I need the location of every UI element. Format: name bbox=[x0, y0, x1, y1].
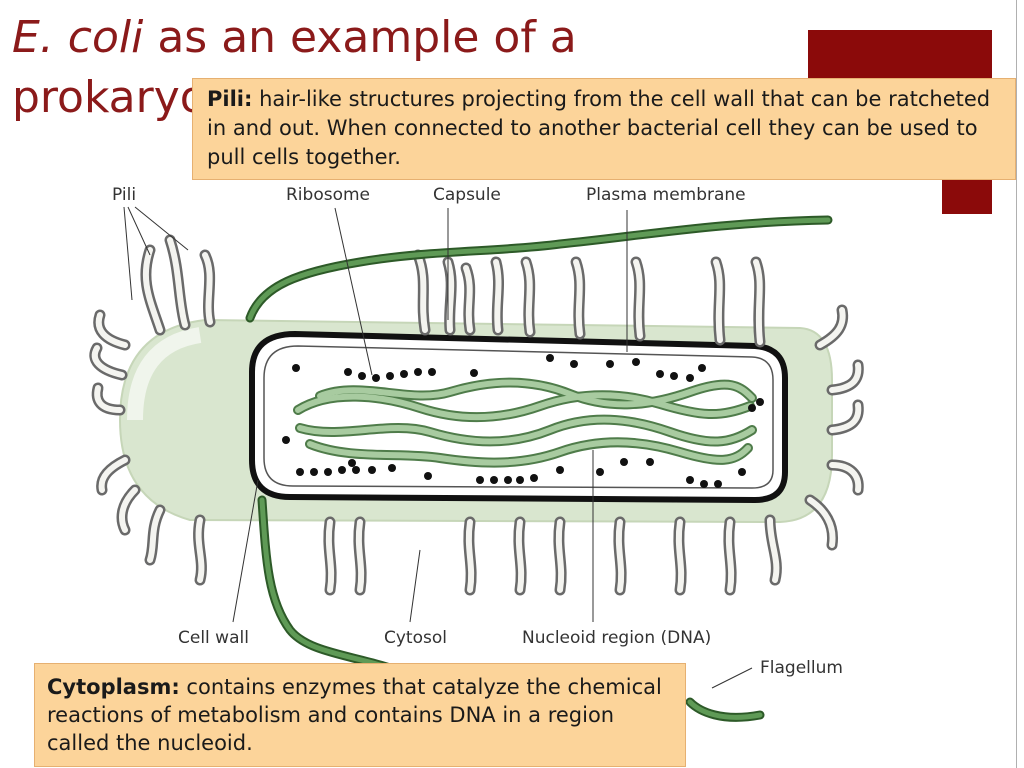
label-capsule: Capsule bbox=[433, 185, 501, 205]
flagellum-shape bbox=[245, 215, 833, 722]
ribosome bbox=[338, 466, 346, 474]
ribosome bbox=[546, 354, 554, 362]
ribosome bbox=[606, 360, 614, 368]
ribosome bbox=[292, 364, 300, 372]
label-cell-wall: Cell wall bbox=[178, 628, 249, 648]
label-plasma-membrane: Plasma membrane bbox=[586, 185, 746, 205]
label-ribosome: Ribosome bbox=[286, 185, 370, 205]
ribosome bbox=[400, 370, 408, 378]
ribosome bbox=[296, 468, 304, 476]
ribosome bbox=[470, 369, 478, 377]
ribosome bbox=[324, 468, 332, 476]
ribosome-dots bbox=[282, 354, 764, 488]
leader-lines bbox=[123, 206, 753, 689]
pili-description: hair-like structures projecting from the… bbox=[207, 87, 991, 169]
ribosome bbox=[646, 458, 654, 466]
ribosome bbox=[670, 372, 678, 380]
ribosome bbox=[428, 368, 436, 376]
ribosome bbox=[530, 474, 538, 482]
ribosome bbox=[504, 476, 512, 484]
ribosome bbox=[698, 364, 706, 372]
label-nucleoid: Nucleoid region (DNA) bbox=[522, 628, 711, 648]
ribosome bbox=[348, 459, 356, 467]
ribosome bbox=[756, 398, 764, 406]
ribosome bbox=[282, 436, 290, 444]
label-pili: Pili bbox=[112, 185, 136, 205]
ribosome bbox=[414, 368, 422, 376]
pili-callout: Pili: hair-like structures projecting fr… bbox=[192, 78, 1016, 180]
title-species: E. coli bbox=[12, 12, 144, 63]
pili-term: Pili: bbox=[207, 87, 253, 111]
ribosome bbox=[632, 358, 640, 366]
ribosome bbox=[388, 464, 396, 472]
ribosome bbox=[656, 370, 664, 378]
ribosome bbox=[556, 466, 564, 474]
ribosome bbox=[596, 468, 604, 476]
ribosome bbox=[686, 476, 694, 484]
cytoplasm-term: Cytoplasm: bbox=[47, 675, 180, 699]
label-cytosol: Cytosol bbox=[384, 628, 447, 648]
cytoplasm-callout: Cytoplasm: contains enzymes that catalyz… bbox=[34, 663, 686, 767]
slide-edge-line bbox=[1016, 0, 1017, 768]
ribosome bbox=[516, 476, 524, 484]
nucleoid-dna bbox=[293, 377, 757, 468]
ribosome bbox=[714, 480, 722, 488]
ribosome bbox=[352, 466, 360, 474]
ribosome bbox=[368, 466, 376, 474]
accent-block-bottom bbox=[942, 180, 992, 214]
ribosome bbox=[686, 374, 694, 382]
label-flagellum: Flagellum bbox=[760, 658, 843, 678]
ribosome bbox=[620, 458, 628, 466]
ribosome bbox=[748, 404, 756, 412]
ribosome bbox=[570, 360, 578, 368]
accent-block-top bbox=[808, 30, 992, 80]
cytoplasm-description: contains enzymes that catalyze the chemi… bbox=[47, 675, 662, 755]
ribosome bbox=[358, 372, 366, 380]
ribosome bbox=[424, 472, 432, 480]
ribosome bbox=[490, 476, 498, 484]
ribosome bbox=[738, 468, 746, 476]
ribosome bbox=[476, 476, 484, 484]
ribosome bbox=[344, 368, 352, 376]
ribosome bbox=[700, 480, 708, 488]
ribosome bbox=[386, 372, 394, 380]
title-line-1: as an example of a bbox=[143, 12, 577, 63]
ribosome bbox=[372, 374, 380, 382]
ribosome bbox=[310, 468, 318, 476]
